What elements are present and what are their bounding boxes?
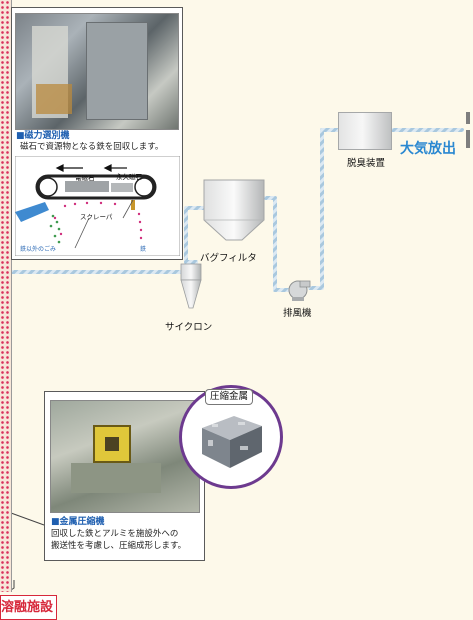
magnetic-separator-title: ■磁力選別機: [16, 131, 70, 141]
magnetic-separator-diagram: [15, 156, 180, 256]
duct-fan-to-deodorizer: [308, 128, 340, 290]
compressed-metal-label: 圧縮金属: [205, 389, 254, 405]
duct-cyclone-to-bagfilter: [184, 206, 206, 264]
metal-compressor-panel: ■金属圧縮機 回収した鉄とアルミを施設外への 搬送性を考慮し、圧縮成形します。: [44, 391, 205, 561]
electromagnet-block: [65, 181, 109, 192]
melting-facility-label: 溶融施設: [0, 595, 57, 620]
belt: [35, 174, 157, 200]
permanent-magnet-block: [111, 183, 133, 192]
label-non-iron: 鉄以外のごみ: [20, 246, 57, 253]
metal-compressor-title: ■金属圧縮機: [51, 517, 105, 527]
bag-filter-unit: [203, 179, 265, 241]
deodorizer-label: 脱臭装置: [347, 158, 386, 169]
atmospheric-release-label: 大気放出: [400, 141, 456, 157]
duct-bagfilter-to-fan: [264, 196, 292, 292]
deodorizer-unit: [338, 112, 392, 150]
cyclone-label: サイクロン: [165, 322, 213, 333]
compressed-metal-cube: [202, 416, 262, 468]
label-permanent-magnet: 永久磁石: [116, 173, 142, 181]
scraper: [131, 200, 135, 210]
label-electromagnet: 電磁石: [75, 174, 95, 182]
magnetic-separator-photo: [15, 13, 179, 130]
exhaust-fan-label: 排風機: [283, 308, 312, 319]
metal-compressor-description-line1: 回収した鉄とアルミを施設外への: [51, 529, 179, 539]
metal-compressor-photo: [50, 400, 200, 513]
stack-icon: [466, 112, 470, 148]
cyclone-unit: [180, 263, 202, 309]
label-scraper: スクレーパ: [80, 213, 113, 221]
exhaust-fan-unit: [288, 280, 311, 301]
bag-filter-label: バグフィルタ: [200, 253, 257, 264]
magnetic-separator-panel: ■磁力選別機 磁石で資源物となる鉄を回収します。: [11, 7, 183, 260]
duct-lines: [10, 128, 464, 292]
pulley-left: [38, 177, 58, 197]
label-iron: 鉄: [140, 246, 147, 253]
conveyor-dot-band: [0, 0, 12, 592]
magnetic-separator-description: 磁石で資源物となる鉄を回収します。: [20, 142, 164, 152]
compressed-metal-inset: [179, 385, 283, 489]
metal-compressor-description-line2: 搬送性を考慮し、圧縮成形します。: [51, 541, 187, 551]
pulley-right: [134, 177, 154, 197]
